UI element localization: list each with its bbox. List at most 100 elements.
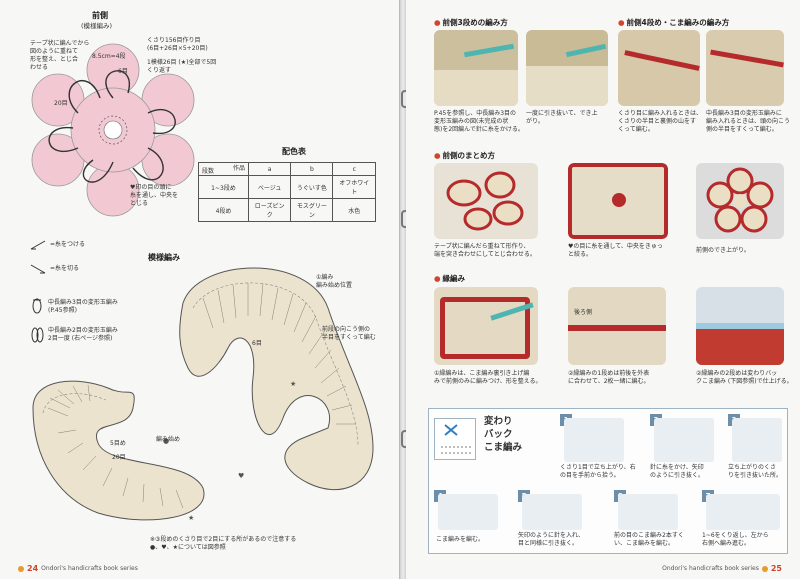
left-page: 前側 (模様編み) テープ状に編んでから 図のように重ねて 形を整え、とじ合 わ… [0,0,400,579]
legend-attach-label: =糸をつける [50,240,86,248]
caption: 中長編み3目の変形玉編みに 編み入れるときは、頭の向こう 側の半目をすくって編む… [706,110,791,134]
caption: ②縁編みの1段めは前後を外表 に合わせて、2枚一緒に編む。 [568,370,650,386]
section-title: ●前側3段めの編み方 [434,18,508,27]
page-folio-left: 24 Ondori's handicrafts book series [18,564,138,573]
stitch-illustration [564,418,624,462]
note-amihajime: 編み始め [156,436,181,443]
page-number: 25 [770,564,782,573]
color-table-title: 配色表 [282,147,306,156]
tape-flower-illustration [446,171,524,231]
note-20b: 20目 [112,454,126,461]
table-corner: 作品 段数 [198,162,249,176]
legend-attach: =糸をつける [30,240,85,250]
note-join: ♥印の目の頭に 糸を通し、中央を とじる [130,184,179,208]
caption: 一度に引き抜いて、でき上 がり。 [526,110,598,126]
stitch-illustration [654,418,714,462]
right-page: ●前側3段めの編み方 P.45を参照し、中長編み3目の 変形玉編みの図(未完成の… [406,0,800,579]
section-title: ●縁編み [434,274,466,283]
section-title-text: 前側3段めの編み方 [442,18,508,27]
photo-step [706,30,784,106]
section-title-text: 前側のまとめ方 [442,151,496,160]
photo-step [434,287,538,365]
legend-puff2: 中長編み2目の変形玉編み 2目一度 (右ページ参照) [30,326,118,344]
caption: 前側のでき上がり。 [696,247,750,254]
page-folio-right: Ondori's handicrafts book series 25 [662,564,782,573]
reverse-sc-icon [441,424,471,454]
back-side-label: 後ろ側 [574,309,593,316]
step-caption: 矢印のように針を入れ、 目と同様に引き抜く。 [518,532,585,548]
front-title: 前側 [92,11,108,20]
section-title: ●前側4段め・こま編みの編み方 [618,18,730,27]
section-title: ●前側のまとめ方 [434,151,496,160]
svg-text:●: ● [163,437,169,445]
photo-step [434,30,518,106]
title-line: バック [484,428,513,440]
col-header: a [247,162,292,176]
note-tape: テープ状に編んでから 図のように重ねて 形を整え、とじ合 わせる [30,40,90,72]
caption: P.45を参照し、中長編み3目の 変形玉編みの図(未完成の状 態)を2回編んで針… [434,110,524,134]
col-header: b [290,162,334,176]
note-round6: 6目 [118,68,128,75]
step-caption: くさり1目で立ち上がり、右 の目を手前から拾う。 [560,464,636,480]
note-5: 5目め [110,440,126,447]
photo-step [568,163,668,239]
stitch-illustration [706,494,780,530]
table-cell: オフホワイト [332,175,376,199]
table-cell: ベージュ [247,175,292,199]
footnote: ※③段めのくさり目で2目にする所があるので注意する ●、♥、★については図参照 [150,536,297,552]
step-caption: 前の目のこま編み2本すく い、こま編みを編む。 [614,532,684,548]
puff3-symbol-icon [32,298,42,314]
attach-yarn-icon [30,240,46,250]
caption: ②縁編みの2段めは変わりバッ クこま編み (下図参照)で仕上げる。 [696,370,793,386]
photo-step: 後ろ側 [568,287,666,365]
step-caption: 1~6をくり返し、左から 右側へ編み進む。 [702,532,769,548]
color-table: 作品 段数 a b c 1~3段め ベージュ うぐいす色 オフホワイト 4段め … [198,162,376,222]
corner-top-label: 作品 [232,165,245,172]
cut-yarn-icon [30,264,46,274]
table-row: 4段め ローズピンク モスグリーン 水色 [198,198,376,222]
col-header: c [332,162,376,176]
photo-step [618,30,700,106]
stitch-illustration [522,494,582,530]
table-cell: うぐいす色 [290,175,334,199]
section-title-text: 前側4段め・こま編みの編み方 [626,18,730,27]
table-cell: モスグリーン [290,198,334,222]
caption: テープ状に編んだら重ねて形作り、 端を突き合わせにしてとじ合わせる。 [434,243,536,259]
stitch-illustration [438,494,498,530]
note-chain: くさり156目作り目 (6目+26目×5+20目) [147,37,208,53]
photo-step [696,163,784,239]
note-back: 前段の向こう側の 半目をすくって編む [322,326,376,342]
page-number: 24 [27,564,39,573]
title-line: 変わり [484,416,513,427]
step-caption: こま編みを編む。 [436,536,485,543]
folio-dot-icon [761,565,768,572]
legend-puff3: 中長編み3目の変形玉編み (P.45参照) [30,298,118,316]
caption: ♥の目に糸を通して、中央をきゅっ と絞る。 [568,243,663,259]
row-label: 4段め [198,198,249,222]
legend-cut: =糸を切る [30,264,79,274]
note-rows: 1模様26目 (★)全部で5回 くり返す [147,59,217,75]
front-subtitle: (模様編み) [81,22,113,30]
table-cell: 水色 [332,198,376,222]
row-label: 1~3段め [198,175,249,199]
caption: くさり目に編み入れるときは、 くさりの半目と裏側の山をす くって編む。 [618,110,703,134]
note-start: ①編み 編み始め位置 [316,274,353,290]
stitch-illustration [732,418,782,462]
table-cell: ローズピンク [247,198,292,222]
photo-step [696,287,784,365]
pattern-title: 模様編み [148,253,180,262]
legend-puff2-label: 中長編み2目の変形玉編み 2目一度 (右ページ参照) [48,326,118,342]
stitch-pattern-chart: ♥ ★ ★ ● [32,267,374,522]
folio-dot-icon [18,565,24,572]
step-caption: 針に糸をかけ、矢印 のように引き抜く。 [650,464,705,480]
series-name: Ondori's handicrafts book series [41,565,138,572]
step-caption: 立ち上がりのくさ りを引き抜いた所。 [728,464,783,480]
finished-flower-illustration [706,167,774,233]
svg-text:★: ★ [188,514,194,522]
photo-step [526,30,608,106]
title-line: こま編み [484,441,523,453]
svg-text:★: ★ [290,380,296,388]
svg-text:♥: ♥ [238,472,244,480]
series-name: Ondori's handicrafts book series [662,565,759,572]
caption: ①縁編みは、こま編み裏引き上げ編 みで前側のみに編みつけ、形を整える。 [434,370,542,386]
